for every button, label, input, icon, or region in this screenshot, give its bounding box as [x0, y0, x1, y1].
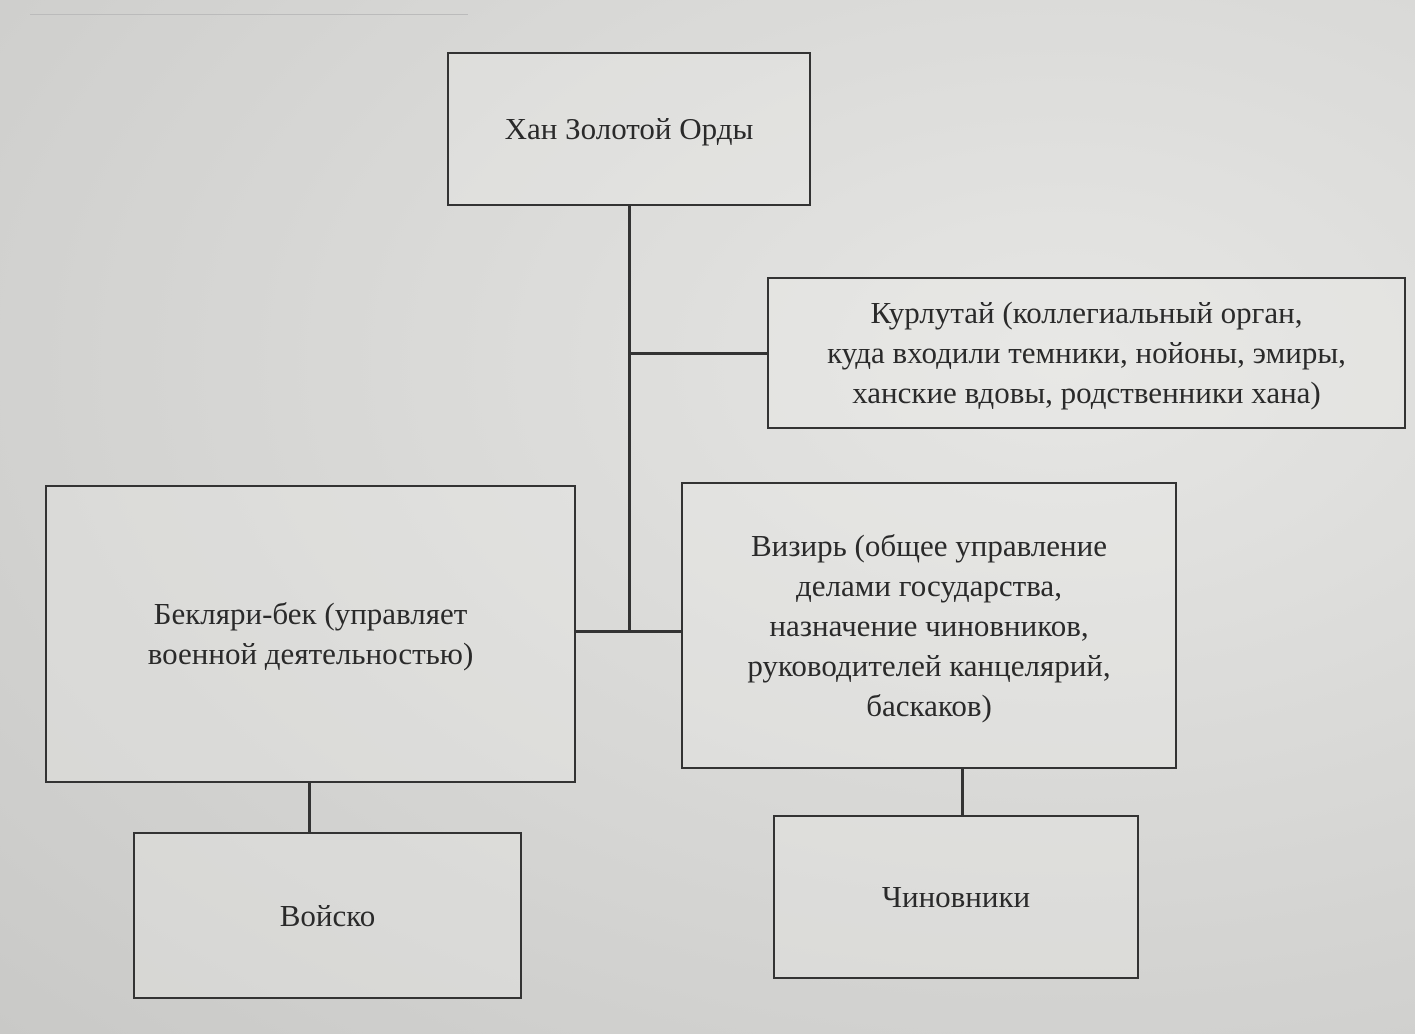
node-vizir: Визирь (общее управление делами государс…	[681, 482, 1177, 769]
top-rule	[30, 14, 468, 15]
node-chinovniki-label: Чиновники	[881, 879, 1031, 914]
connector-voysko	[308, 782, 311, 833]
node-khan-label: Хан Золотой Орды	[504, 111, 754, 146]
node-beklyari-label: Бекляри-бек (управляет военной деятельно…	[147, 596, 474, 671]
node-kurultai-label: Курлутай (коллегиальный орган, куда вход…	[827, 295, 1346, 410]
node-kurultai: Курлутай (коллегиальный орган, куда вход…	[767, 277, 1406, 429]
connector-beklyari-vizir	[575, 630, 682, 633]
node-vizir-label: Визирь (общее управление делами государс…	[747, 527, 1111, 723]
node-voysko-label: Войско	[279, 897, 376, 933]
connector-chinovniki	[961, 768, 964, 816]
connector-khan-trunk	[628, 205, 631, 633]
node-voysko: Войско	[133, 832, 522, 999]
node-khan: Хан Золотой Орды	[447, 52, 811, 206]
connector-kurultai	[630, 352, 768, 355]
node-beklyari-bek: Бекляри-бек (управляет военной деятельно…	[45, 485, 576, 783]
node-chinovniki: Чиновники	[773, 815, 1139, 979]
